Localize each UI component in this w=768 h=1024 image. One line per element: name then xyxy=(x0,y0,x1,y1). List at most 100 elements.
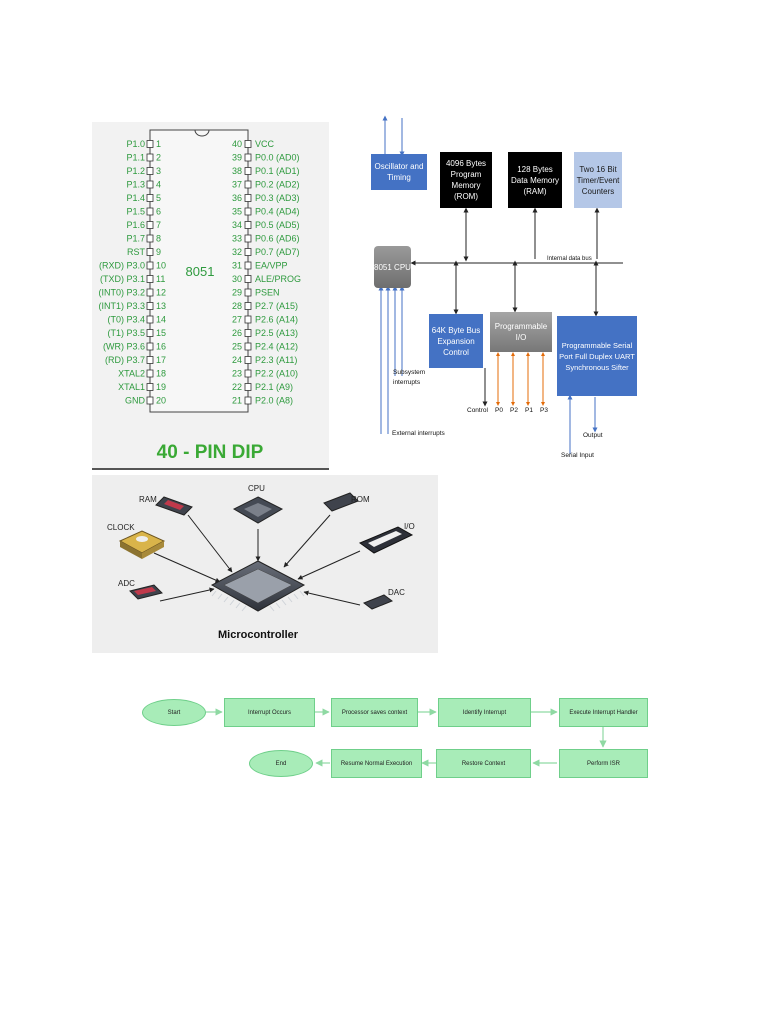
block-diagram-lines xyxy=(378,115,623,454)
flow-end-node: End xyxy=(249,750,313,777)
chip-body xyxy=(149,129,249,413)
left-pin-number: 3 xyxy=(156,166,161,176)
adc-chip-icon xyxy=(129,584,163,600)
right-pin-label: P2.0 (A8) xyxy=(255,396,293,406)
right-pin-number: 31 xyxy=(232,261,242,271)
pin-pad xyxy=(146,261,154,270)
ram-chip-icon xyxy=(155,496,193,516)
pin-pad xyxy=(146,288,154,297)
pin-pad xyxy=(146,342,154,351)
pin-pad xyxy=(146,221,154,229)
left-pin-number: 9 xyxy=(156,247,161,257)
flow-perform-isr-node: Perform ISR xyxy=(559,749,648,778)
right-pin-number: 25 xyxy=(232,342,242,352)
left-pin-label: P1.5 xyxy=(126,207,145,217)
port-p2-label: P2 xyxy=(510,407,518,414)
pin-pad xyxy=(244,302,252,310)
pin-pad xyxy=(244,396,252,405)
flow-start-node: Start xyxy=(142,699,206,726)
right-pin-number: 21 xyxy=(232,396,242,406)
pin-pad xyxy=(146,315,154,324)
right-pin-number: 28 xyxy=(232,301,242,311)
flow-restore-context-node: Restore Context xyxy=(436,749,531,778)
pin-pad xyxy=(244,248,252,256)
right-pin-number: 24 xyxy=(232,355,242,365)
pin-pad xyxy=(244,234,252,243)
port-p0-label: P0 xyxy=(495,407,503,414)
serial-input-label: Serial Input xyxy=(561,452,594,459)
serial-port-block: Programmable Serial Port Full Duplex UAR… xyxy=(557,316,637,396)
left-pin-number: 4 xyxy=(156,180,161,190)
left-pin-number: 12 xyxy=(156,288,166,298)
left-pin-label: XTAL1 xyxy=(118,382,145,392)
pin-pad xyxy=(244,180,252,189)
right-pin-number: 34 xyxy=(232,220,242,230)
chip-name: 8051 xyxy=(186,264,215,279)
right-pin-label: P0.3 (AD3) xyxy=(255,193,300,203)
left-pin-label: P1.2 xyxy=(126,166,145,176)
right-pin-label: P0.1 (AD1) xyxy=(255,166,300,176)
flow-save-context-node: Processor saves context xyxy=(331,698,418,727)
right-pin-label: ALE/PROG xyxy=(255,274,301,284)
right-pin-number: 30 xyxy=(232,274,242,284)
right-pin-number: 35 xyxy=(232,207,242,217)
rom-block: 4096 Bytes Program Memory (ROM) xyxy=(440,152,492,208)
dac-label: DAC xyxy=(388,588,405,597)
pin-pad xyxy=(244,194,252,202)
external-interrupts-label: External interrupts xyxy=(392,430,445,437)
left-pin-label: P1.0 xyxy=(126,139,145,149)
right-pin-label: P2.1 (A9) xyxy=(255,382,293,392)
cpu-label: CPU xyxy=(248,484,265,493)
port-p1-label: P1 xyxy=(525,407,533,414)
left-pin-label: (T0) P3.4 xyxy=(107,315,145,325)
left-pin-label: P1.4 xyxy=(126,193,145,203)
right-pin-label: P0.6 (AD6) xyxy=(255,234,300,244)
left-pin-label: GND xyxy=(125,396,146,406)
right-pin-number: 38 xyxy=(232,166,242,176)
pin-pad xyxy=(146,329,154,337)
left-pin-number: 5 xyxy=(156,193,161,203)
left-pin-label: XTAL2 xyxy=(118,369,145,379)
microcontroller-panel: RAM CPU ROM CLOCK I/O ADC DAC Microcontr… xyxy=(92,475,438,653)
left-pin-label: (INT1) P3.3 xyxy=(98,301,145,311)
left-pin-number: 17 xyxy=(156,355,166,365)
pin-pad xyxy=(146,234,154,243)
left-pin-number: 18 xyxy=(156,369,166,379)
right-pin-number: 36 xyxy=(232,193,242,203)
right-pin-number: 40 xyxy=(232,139,242,149)
right-pin-number: 22 xyxy=(232,382,242,392)
flow-interrupt-occurs-node: Interrupt Occurs xyxy=(224,698,315,727)
left-pin-number: 19 xyxy=(156,382,166,392)
microcontroller-svg xyxy=(118,492,414,612)
left-pin-number: 13 xyxy=(156,301,166,311)
right-pin-label: P2.6 (A14) xyxy=(255,315,298,325)
left-pin-number: 2 xyxy=(156,153,161,163)
pin-pad xyxy=(244,275,252,283)
rom-label: ROM xyxy=(351,495,370,504)
pin-pad xyxy=(146,153,154,162)
programmable-io-block: Programmable I/O xyxy=(490,312,552,352)
port-p3-label: P3 xyxy=(540,407,548,414)
flow-execute-handler-node: Execute Interrupt Handler xyxy=(559,698,648,727)
pin-pad xyxy=(146,207,154,216)
left-pin-label: P1.1 xyxy=(126,153,145,163)
dac-chip-icon xyxy=(362,594,394,610)
adc-label: ADC xyxy=(118,579,135,588)
left-pin-label: RST xyxy=(127,247,146,257)
pin-pad xyxy=(244,383,252,391)
left-pin-label: (RXD) P3.0 xyxy=(99,261,145,271)
left-pin-number: 8 xyxy=(156,234,161,244)
pin-pad xyxy=(146,140,154,148)
rom-chip-icon xyxy=(323,492,359,512)
right-pin-number: 33 xyxy=(232,234,242,244)
left-pin-label: P1.7 xyxy=(126,234,145,244)
ram-label: RAM xyxy=(139,495,157,504)
right-pin-label: P0.0 (AD0) xyxy=(255,153,300,163)
right-pin-label: P2.3 (A11) xyxy=(255,355,297,365)
pin-pad xyxy=(146,396,154,405)
pin-pad xyxy=(244,153,252,162)
right-pin-number: 27 xyxy=(232,315,242,325)
cpu-chip-icon xyxy=(232,496,284,524)
